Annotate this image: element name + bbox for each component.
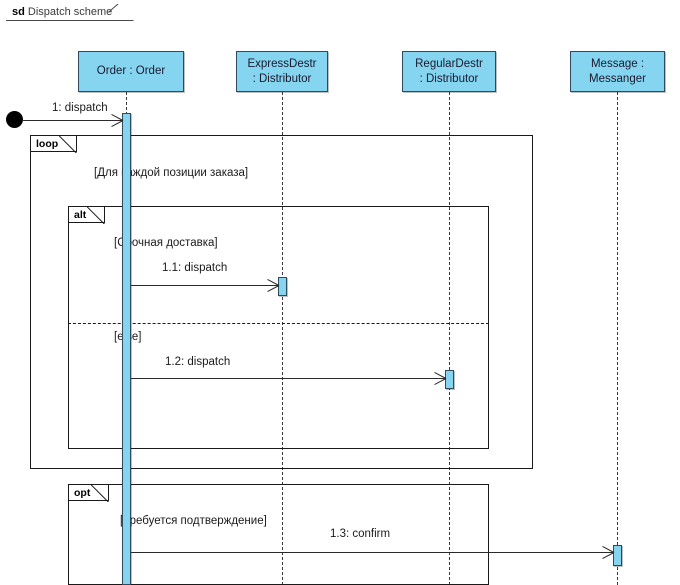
message-arrowhead-1-1 xyxy=(266,278,280,293)
fragment-alt-operator-label: alt xyxy=(69,206,106,224)
diagram-title: Dispatch scheme xyxy=(27,6,113,18)
lifeline-label-regulardestr-line2: : Distributor xyxy=(419,72,479,85)
fragment-alt[interactable]: alt xyxy=(68,206,489,449)
activation-regulardestr[interactable] xyxy=(445,370,454,389)
lifeline-label-expressdestr-line2: : Distributor xyxy=(252,72,312,85)
lifeline-head-order[interactable]: Order : Order xyxy=(78,51,184,92)
lifeline-label-order-line1: Order : Order xyxy=(96,65,166,77)
message-line-1-1[interactable] xyxy=(131,285,278,286)
fragment-alt-guard: [Срочная доставка] xyxy=(114,237,218,249)
frame-tab-slash-icon xyxy=(108,4,134,23)
fragment-opt-operator: opt xyxy=(74,487,91,499)
fragment-alt-divider xyxy=(68,323,489,324)
message-label-1-3: 1.3: confirm xyxy=(330,528,391,540)
message-arrowhead-1-3 xyxy=(601,545,615,560)
message-line-1[interactable] xyxy=(22,120,123,121)
lifeline-label-message-line1: Message : xyxy=(590,57,645,70)
fragment-opt-slash-icon xyxy=(91,484,110,502)
diagram-frame-tab: sd Dispatch scheme xyxy=(6,3,136,23)
activation-expressdestr[interactable] xyxy=(278,277,287,296)
lifeline-regulardestr xyxy=(449,92,450,585)
lifeline-head-regulardestr[interactable]: RegularDestr : Distributor xyxy=(402,51,496,92)
lifeline-head-message[interactable]: Message : Messanger xyxy=(570,51,665,92)
message-label-1-1: 1.1: dispatch xyxy=(162,262,228,274)
activation-order[interactable] xyxy=(122,113,131,585)
frame-tab-corner-icon xyxy=(116,3,136,22)
activation-message[interactable] xyxy=(613,545,622,566)
fragment-alt-operator: alt xyxy=(74,209,87,221)
lifeline-head-expressdestr[interactable]: ExpressDestr : Distributor xyxy=(236,51,328,92)
fragment-loop-operator: loop xyxy=(36,138,59,150)
message-label-1-2: 1.2: dispatch xyxy=(165,356,231,368)
fragment-loop[interactable]: loop xyxy=(30,135,533,469)
fragment-opt[interactable]: opt xyxy=(68,484,489,585)
message-label-1: 1: dispatch xyxy=(52,102,108,114)
fragment-opt-operator-label: opt xyxy=(69,484,110,502)
message-line-1-3[interactable] xyxy=(131,552,613,553)
fragment-loop-guard: [Для каждой позиции заказа] xyxy=(94,167,249,179)
message-arrowhead-1 xyxy=(110,113,124,128)
message-line-1-2[interactable] xyxy=(131,378,445,379)
lifeline-expressdestr xyxy=(282,92,283,585)
found-message-start-dot xyxy=(6,111,23,128)
lifeline-label-expressdestr-line1: ExpressDestr xyxy=(247,57,317,70)
lifeline-label-regulardestr-line1: RegularDestr xyxy=(415,57,483,70)
lifeline-label-message-line2: Messanger xyxy=(589,72,646,85)
fragment-loop-operator-label: loop xyxy=(31,135,78,153)
fragment-opt-guard: [Требуется подтверждение] xyxy=(120,515,267,527)
lifeline-message xyxy=(617,92,618,585)
fragment-alt-slash-icon xyxy=(87,206,106,224)
diagram-keyword: sd xyxy=(12,6,25,18)
fragment-loop-slash-icon xyxy=(59,135,78,153)
message-arrowhead-1-2 xyxy=(433,371,447,386)
